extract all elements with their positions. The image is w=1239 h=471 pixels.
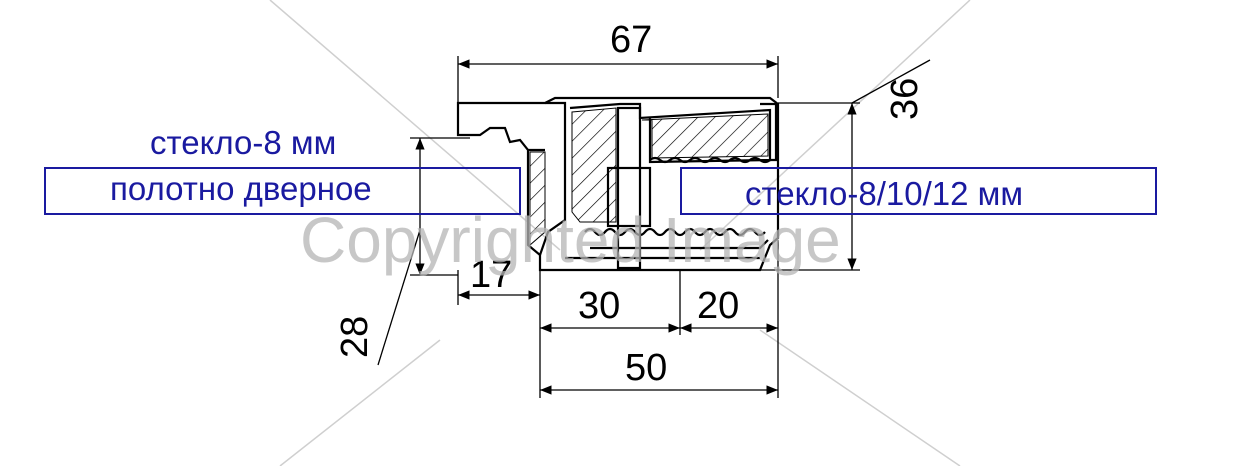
dimension-lines [377,56,931,398]
dim-base-right: 20 [697,285,739,327]
dim-overall-width: 67 [610,19,652,61]
dim-base-total: 50 [625,347,667,389]
glass-range-label: стекло-8/10/12 мм [745,175,1023,212]
profile-hatching [529,107,769,247]
dim-base-left: 30 [578,285,620,327]
door-leaf-label: полотно дверное [110,170,372,207]
glass-range-frame [680,167,1157,215]
glass-door-thickness-label: стекло-8 мм [150,124,336,161]
dim-height: 36 [884,78,926,120]
watermark-lines [269,0,971,467]
door-leaf-frame [44,167,521,215]
profile-body [456,96,780,272]
watermark-text: Copyrighted Image [300,204,841,276]
dim-panel-offset: 17 [470,254,512,296]
dim-door-height: 28 [334,316,376,358]
